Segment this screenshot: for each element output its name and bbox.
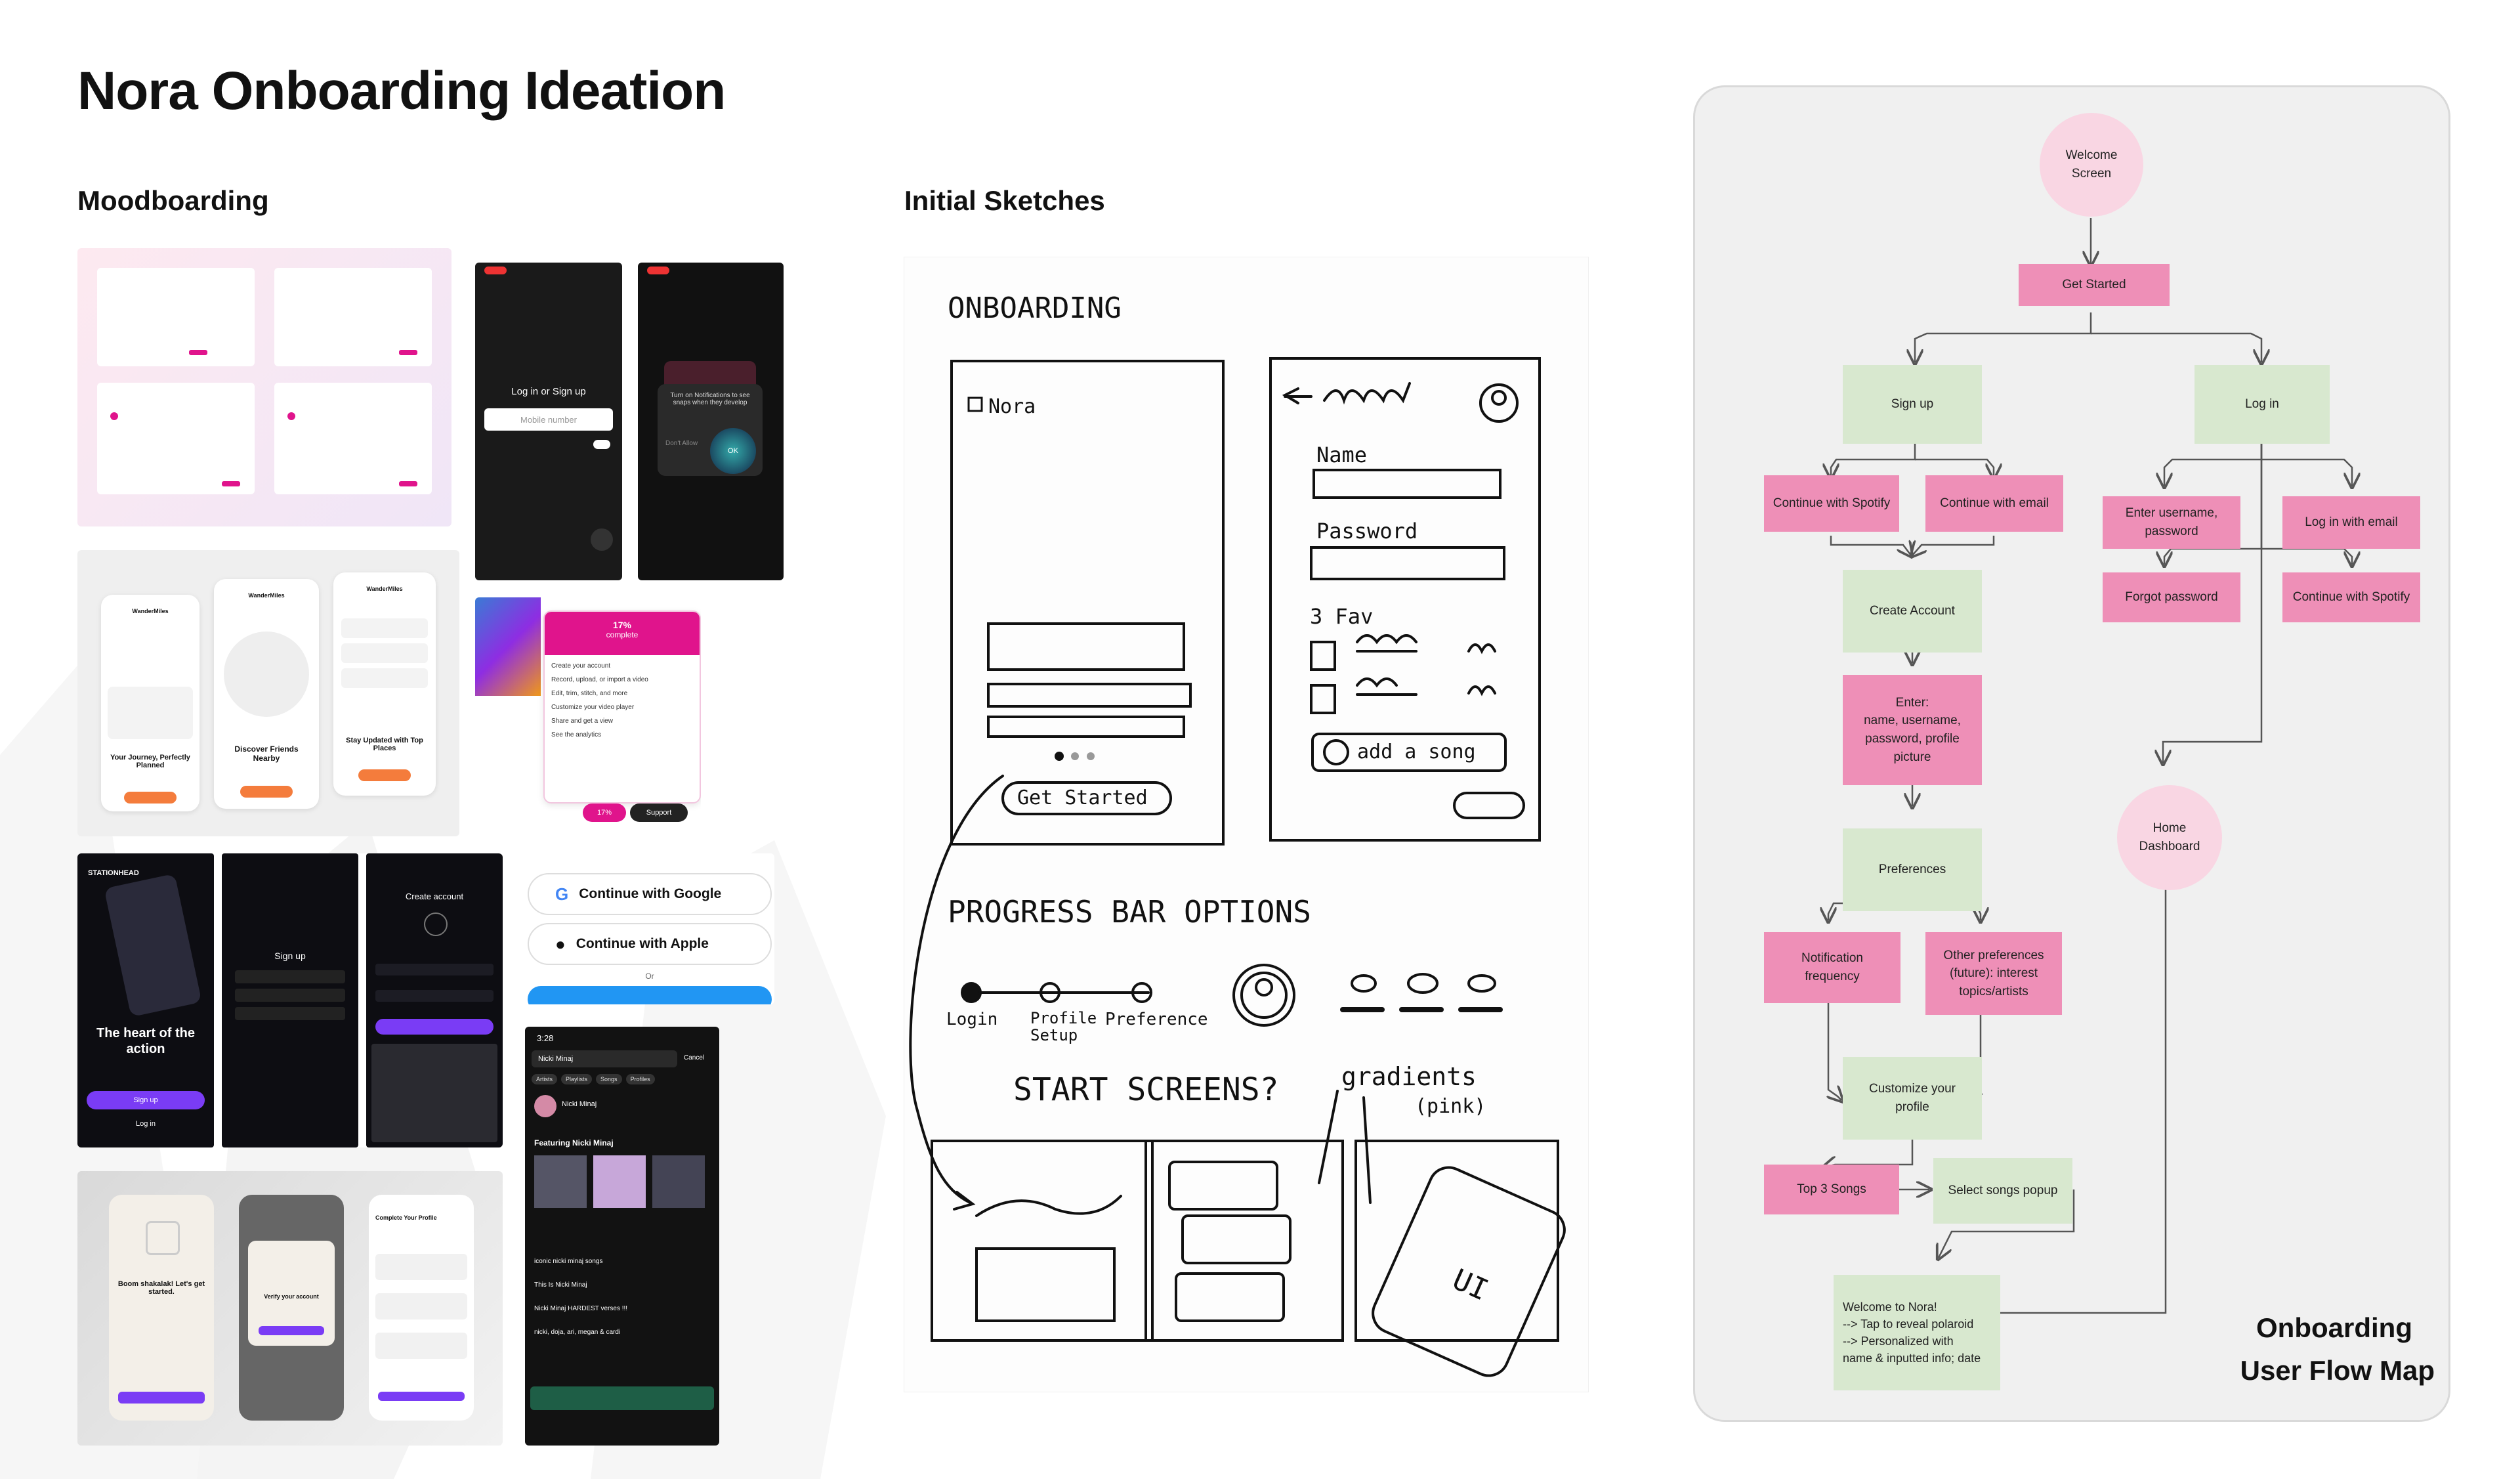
apple-icon: ● (555, 933, 566, 954)
flow-get-started: Get Started (2019, 264, 2170, 306)
support-button[interactable]: Support (630, 804, 688, 822)
ok-button[interactable]: OK (710, 428, 756, 474)
moodboard-travel-app: WanderMiles Your Journey, Perfectly Plan… (77, 550, 459, 836)
list-item[interactable]: Nicki Minaj HARDEST verses !!! (534, 1305, 628, 1312)
heart-of-action: The heart of the action (96, 1026, 195, 1056)
flow-continue-email: Continue with email (1925, 475, 2063, 532)
flow-welcome-nora: Welcome to Nora! --> Tap to reveal polar… (1834, 1275, 2000, 1390)
age-toggle[interactable] (593, 440, 610, 449)
flow-notification-frequency: Notification frequency (1764, 932, 1900, 1003)
sketch-start-screens: START SCREENS? (1013, 1071, 1279, 1108)
checklist-item[interactable]: Create your account (551, 662, 611, 670)
moodboard-notification-prompt: Turn on Notifications to see snaps when … (638, 263, 784, 580)
travel-heading-3: Stay Updated with Top Places (346, 737, 423, 752)
blue-button[interactable] (528, 986, 772, 1004)
flow-create-account: Create Account (1843, 570, 1982, 653)
sketch-onboarding-label: ONBOARDING (948, 291, 1122, 325)
sketch-drawing (909, 357, 1566, 1377)
mobile-number-input[interactable]: Mobile number (484, 408, 613, 431)
flow-forgot-password: Forgot password (2103, 572, 2240, 622)
sketch-add-song: add a song (1357, 740, 1476, 763)
google-icon: G (555, 884, 569, 904)
sketch-name-label: Name (1316, 442, 1368, 467)
dont-allow-button[interactable]: Don't Allow (665, 440, 698, 447)
flow-enter-details: Enter: name, username, password, profile… (1843, 675, 1982, 785)
filter-chips: Artists Playlists Songs Profiles (532, 1074, 655, 1084)
sketch-nora-label: Nora (988, 395, 1036, 418)
flow-top-songs: Top 3 Songs (1764, 1165, 1899, 1214)
checklist: Create your account Record, upload, or i… (545, 655, 700, 746)
sketch-canvas: ONBOARDING Nora Name Password 3 Fav add … (904, 257, 1588, 1392)
flow-continue-spotify-signup: Continue with Spotify (1764, 475, 1899, 532)
moodboarding-heading: Moodboarding (77, 185, 269, 216)
checklist-item[interactable]: Edit, trim, stitch, and more (551, 690, 628, 697)
flow-map-title: Onboarding User Flow Map (2240, 1312, 2435, 1386)
sketch-step-login: Login (946, 1010, 998, 1029)
sketch-step-preference: Preference (1105, 1010, 1208, 1029)
flow-log-in: Log in (2194, 365, 2330, 444)
next-button[interactable] (591, 528, 613, 551)
continue-apple-button[interactable]: ● Continue with Apple (528, 923, 772, 965)
sketch-progress-title: PROGRESS BAR OPTIONS (948, 894, 1311, 930)
track-list: iconic nicki minaj songs This Is Nicki M… (534, 1250, 627, 1344)
sketch-fav-label: 3 Fav (1310, 604, 1374, 629)
sketches-heading: Initial Sketches (904, 185, 1105, 216)
avatar (534, 1095, 556, 1117)
flow-continue-spotify-login: Continue with Spotify (2282, 572, 2420, 622)
flow-preferences: Preferences (1843, 828, 1982, 911)
login-signup-text: Log in or Sign up (511, 386, 586, 397)
travel-heading-2: Discover Friends Nearby (234, 744, 299, 763)
moodboard-verify-screens: Boom shakalak! Let's get started. Verify… (77, 1171, 503, 1446)
flow-customize-profile: Customize your profile (1843, 1057, 1982, 1140)
sketch-password-label: Password (1316, 519, 1418, 544)
checklist-item[interactable]: Record, upload, or import a video (551, 676, 648, 683)
flow-enter-username: Enter username, password (2103, 496, 2240, 549)
list-item[interactable]: nicki, doja, ari, megan & cardi (534, 1329, 621, 1336)
checklist-item[interactable]: See the analytics (551, 731, 602, 739)
sketch-gradients: gradients (1341, 1062, 1477, 1091)
page-title: Nora Onboarding Ideation (77, 61, 726, 121)
checklist-item[interactable]: Share and get a view (551, 718, 613, 725)
flow-select-songs-popup: Select songs popup (1933, 1158, 2072, 1224)
moodboard-stationhead-screens: STATIONHEAD The heart of the action Sign… (77, 853, 503, 1147)
flow-sign-up: Sign up (1843, 365, 1982, 444)
continue-google-button[interactable]: G Continue with Google (528, 873, 772, 915)
signup-button[interactable]: Sign up (87, 1091, 205, 1109)
progress-pill[interactable]: 17% (583, 804, 626, 822)
sketch-step-profile: Profile Setup (1030, 1009, 1097, 1045)
travel-heading-1: Your Journey, Perfectly Planned (110, 754, 190, 769)
list-item[interactable]: This Is Nicki Minaj (534, 1281, 587, 1289)
flow-other-preferences: Other preferences (future): interest top… (1925, 932, 2062, 1015)
moodboard-music-search: 3:28 Nicki Minaj Cancel Artists Playlist… (525, 1027, 719, 1446)
cancel-button[interactable]: Cancel (684, 1054, 705, 1061)
moodboard-dark-login: Log in or Sign up Mobile number (475, 263, 622, 580)
flow-home-dashboard: Home Dashboard (2117, 785, 2222, 890)
search-input[interactable]: Nicki Minaj (532, 1050, 677, 1067)
list-item[interactable]: iconic nicki minaj songs (534, 1258, 603, 1265)
flow-welcome-screen: Welcome Screen (2040, 113, 2143, 217)
login-link[interactable]: Log in (136, 1120, 156, 1128)
moodboard-dashboard-collage (77, 248, 452, 526)
moodboard-social-buttons: G Continue with Google ● Continue with A… (525, 853, 774, 1004)
checklist-item[interactable]: Customize your video player (551, 704, 635, 711)
progress-percent: 17% (612, 620, 632, 630)
sketch-get-started: Get Started (1017, 786, 1148, 809)
moodboard-progress-checklist: 17% complete Create your account Record,… (475, 597, 701, 836)
flow-login-email: Log in with email (2282, 496, 2420, 549)
sketch-pink: (pink) (1415, 1095, 1486, 1118)
